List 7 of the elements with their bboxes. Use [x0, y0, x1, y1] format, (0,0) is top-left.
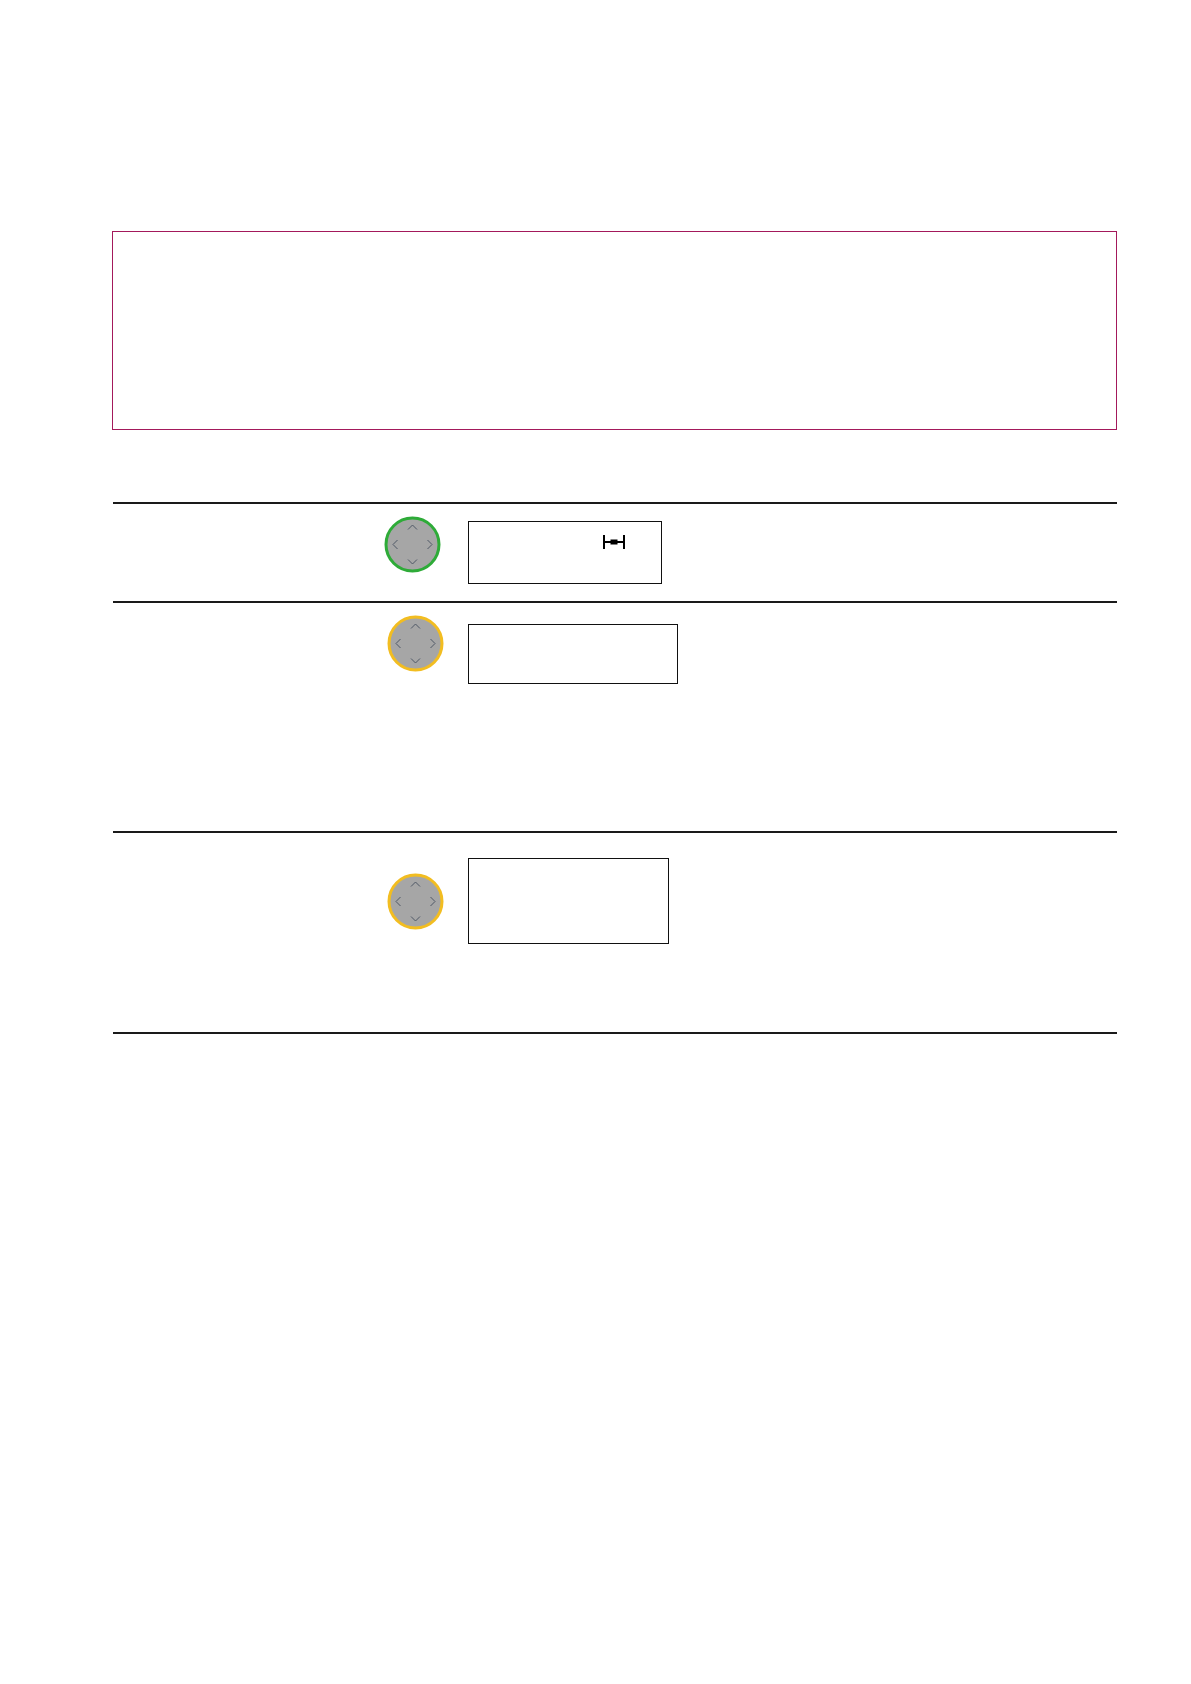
joystick-icon	[387, 873, 444, 930]
note-frame	[112, 231, 1117, 430]
display-screen	[468, 858, 669, 944]
joystick-icon	[387, 615, 444, 672]
joystick-icon	[384, 516, 441, 573]
display-screen	[468, 521, 662, 584]
display-screen	[468, 624, 678, 684]
